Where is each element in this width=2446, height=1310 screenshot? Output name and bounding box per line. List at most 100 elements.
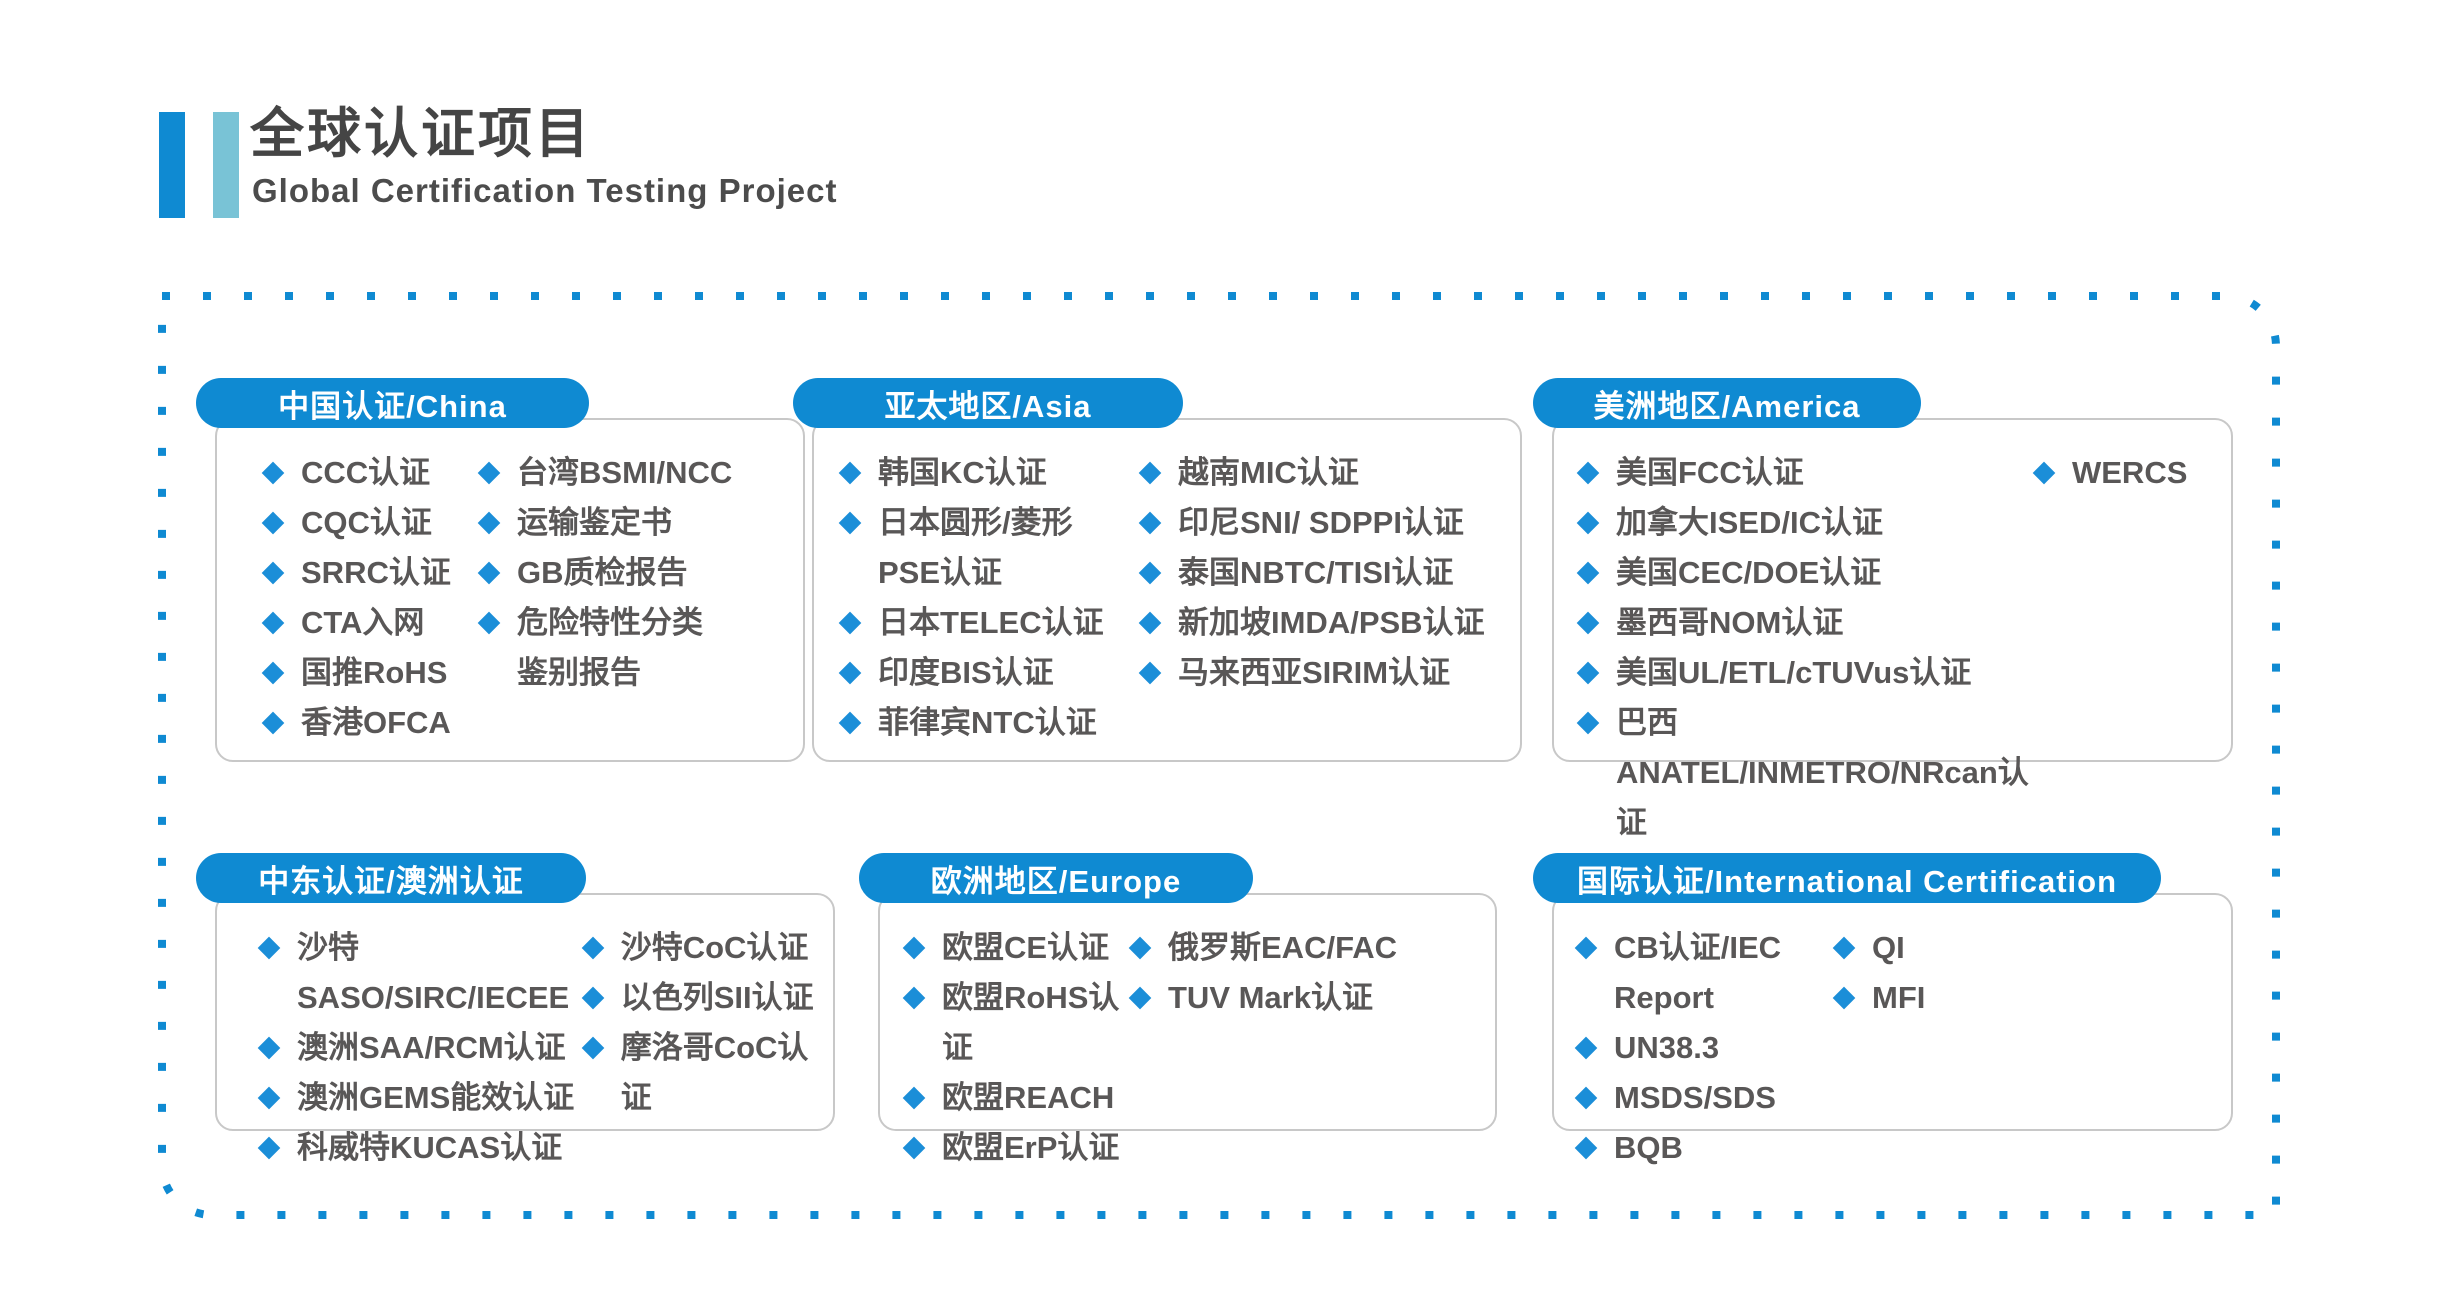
cert-item: 香港OFCA <box>261 698 481 748</box>
cert-item: 科威特KUCAS认证 <box>257 1123 585 1173</box>
cert-item-label: 澳洲SAA/RCM认证 <box>297 1030 566 1065</box>
cert-item-label: 越南MIC认证 <box>1178 455 1359 490</box>
diamond-bullet-icon <box>838 461 862 485</box>
cert-item: 澳洲SAA/RCM认证 <box>257 1023 585 1073</box>
cert-item: 沙特CoC认证 <box>581 923 823 973</box>
cert-item-label: 欧盟REACH <box>942 1080 1115 1115</box>
cert-item-label: SRRC认证 <box>301 555 451 590</box>
dotted-border-container <box>158 292 2280 1219</box>
diamond-bullet-icon <box>902 1136 926 1160</box>
cert-item: 运输鉴定书 <box>477 498 732 548</box>
panel-america: 美国FCC认证加拿大ISED/IC认证美国CEC/DOE认证墨西哥NOM认证美国… <box>1533 378 2233 840</box>
diamond-bullet-icon <box>902 936 926 960</box>
cert-item-label: 以色列SII认证 <box>620 980 814 1015</box>
cert-item: 新加坡IMDA/PSB认证 <box>1138 598 1485 648</box>
diamond-bullet-icon <box>1576 611 1600 635</box>
diamond-bullet-icon <box>902 986 926 1010</box>
cert-item: 摩洛哥CoC认证 <box>581 1023 823 1123</box>
panel-middle-east-col2: 沙特CoC认证以色列SII认证摩洛哥CoC认证 <box>581 923 823 1123</box>
cert-item-label: 欧盟RoHS认证 <box>942 980 1120 1065</box>
diamond-bullet-icon <box>261 711 285 735</box>
cert-item: 印尼SNI/ SDPPI认证 <box>1138 498 1485 548</box>
cert-item-label: QI <box>1872 930 1905 965</box>
cert-item-label: 菲律宾NTC认证 <box>878 705 1097 740</box>
diamond-bullet-icon <box>257 1136 281 1160</box>
cert-item-label: 台湾BSMI/NCC <box>517 455 733 490</box>
panel-asia: 韩国KC认证日本圆形/菱形 PSE认证日本TELEC认证印度BIS认证菲律宾NT… <box>793 378 1522 762</box>
cert-item: 美国UL/ETL/cTUVus认证 <box>1576 648 2036 698</box>
cert-item-label: 摩洛哥CoC认证 <box>620 1030 809 1115</box>
dotted-border <box>158 292 2280 1219</box>
cert-item-label: CTA入网 <box>301 605 425 640</box>
diamond-bullet-icon <box>1128 936 1152 960</box>
cert-item-label: 日本圆形/菱形 PSE认证 <box>878 505 1073 590</box>
panel-europe-header-pill: 欧洲地区/Europe <box>859 853 1253 903</box>
cert-item-label: 印尼SNI/ SDPPI认证 <box>1178 505 1464 540</box>
cert-item-label: 俄罗斯EAC/FAC <box>1168 930 1398 965</box>
cert-item: CTA入网 <box>261 598 481 648</box>
cert-item: SRRC认证 <box>261 548 481 598</box>
cert-item: 日本圆形/菱形 PSE认证 <box>838 498 1142 598</box>
panel-asia-col1: 韩国KC认证日本圆形/菱形 PSE认证日本TELEC认证印度BIS认证菲律宾NT… <box>838 448 1142 748</box>
panel-america-body: 美国FCC认证加拿大ISED/IC认证美国CEC/DOE认证墨西哥NOM认证美国… <box>1552 418 2233 840</box>
cert-item: 巴西ANATEL/INMETRO/NRcan认证 <box>1576 698 2036 848</box>
diamond-bullet-icon <box>257 1086 281 1110</box>
diamond-bullet-icon <box>1138 661 1162 685</box>
diamond-bullet-icon <box>838 661 862 685</box>
cert-item-label: UN38.3 <box>1614 1030 1720 1065</box>
cert-item-label: 加拿大ISED/IC认证 <box>1616 505 1883 540</box>
diamond-bullet-icon <box>1832 936 1856 960</box>
cert-item-label: WERCS <box>2072 455 2188 490</box>
cert-item: 加拿大ISED/IC认证 <box>1576 498 2036 548</box>
cert-item: 台湾BSMI/NCC <box>477 448 733 498</box>
panel-china-col2: 台湾BSMI/NCC 运输鉴定书 GB质检报告危险特性分类 鉴别报告 <box>477 448 733 698</box>
diamond-bullet-icon <box>1138 611 1162 635</box>
cert-item-label: CB认证/IEC Report <box>1614 930 1782 1015</box>
panel-europe-col2: 俄罗斯EAC/FAC TUV Mark认证 <box>1128 923 1398 1023</box>
cert-item: 危险特性分类 鉴别报告 <box>477 598 732 698</box>
diamond-bullet-icon <box>261 661 285 685</box>
diamond-bullet-icon <box>1574 1136 1598 1160</box>
diamond-bullet-icon <box>261 611 285 635</box>
panel-middle-east-header-pill: 中东认证/澳洲认证 <box>196 853 586 903</box>
diamond-bullet-icon <box>261 561 285 585</box>
cert-item-label: 马来西亚SIRIM认证 <box>1178 655 1451 690</box>
cert-item-label: 巴西ANATEL/INMETRO/NRcan认证 <box>1616 705 2029 840</box>
diamond-bullet-icon <box>1576 461 1600 485</box>
cert-item-label: GB质检报告 <box>517 555 688 590</box>
diamond-bullet-icon <box>1138 561 1162 585</box>
panel-china-header-label: 中国认证/China <box>278 388 507 424</box>
cert-item: 欧盟REACH <box>902 1073 1132 1123</box>
cert-item: QI <box>1832 923 1925 973</box>
diamond-bullet-icon <box>1576 511 1600 535</box>
diamond-bullet-icon <box>1128 986 1152 1010</box>
cert-item: 美国CEC/DOE认证 <box>1576 548 2036 598</box>
cert-item: 俄罗斯EAC/FAC <box>1128 923 1398 973</box>
diamond-bullet-icon <box>477 561 501 585</box>
panel-asia-header-label: 亚太地区/Asia <box>884 388 1092 424</box>
cert-item-label: TUV Mark认证 <box>1168 980 1373 1015</box>
cert-item: 沙特SASO/SIRC/IECEE <box>257 923 585 1023</box>
diamond-bullet-icon <box>1832 986 1856 1010</box>
diamond-bullet-icon <box>257 936 281 960</box>
cert-item-label: 运输鉴定书 <box>517 505 672 540</box>
cert-item: UN38.3 <box>1574 1023 1836 1073</box>
cert-item: CQC认证 <box>261 498 481 548</box>
cert-item-label: 美国CEC/DOE认证 <box>1616 555 1882 590</box>
cert-item-label: 墨西哥NOM认证 <box>1616 605 1844 640</box>
cert-item-label: 欧盟CE认证 <box>942 930 1110 965</box>
diamond-bullet-icon <box>1574 1036 1598 1060</box>
cert-item: 印度BIS认证 <box>838 648 1142 698</box>
diamond-bullet-icon <box>477 461 501 485</box>
cert-item: CB认证/IEC Report <box>1574 923 1836 1023</box>
cert-item-label: BQB <box>1614 1130 1683 1165</box>
